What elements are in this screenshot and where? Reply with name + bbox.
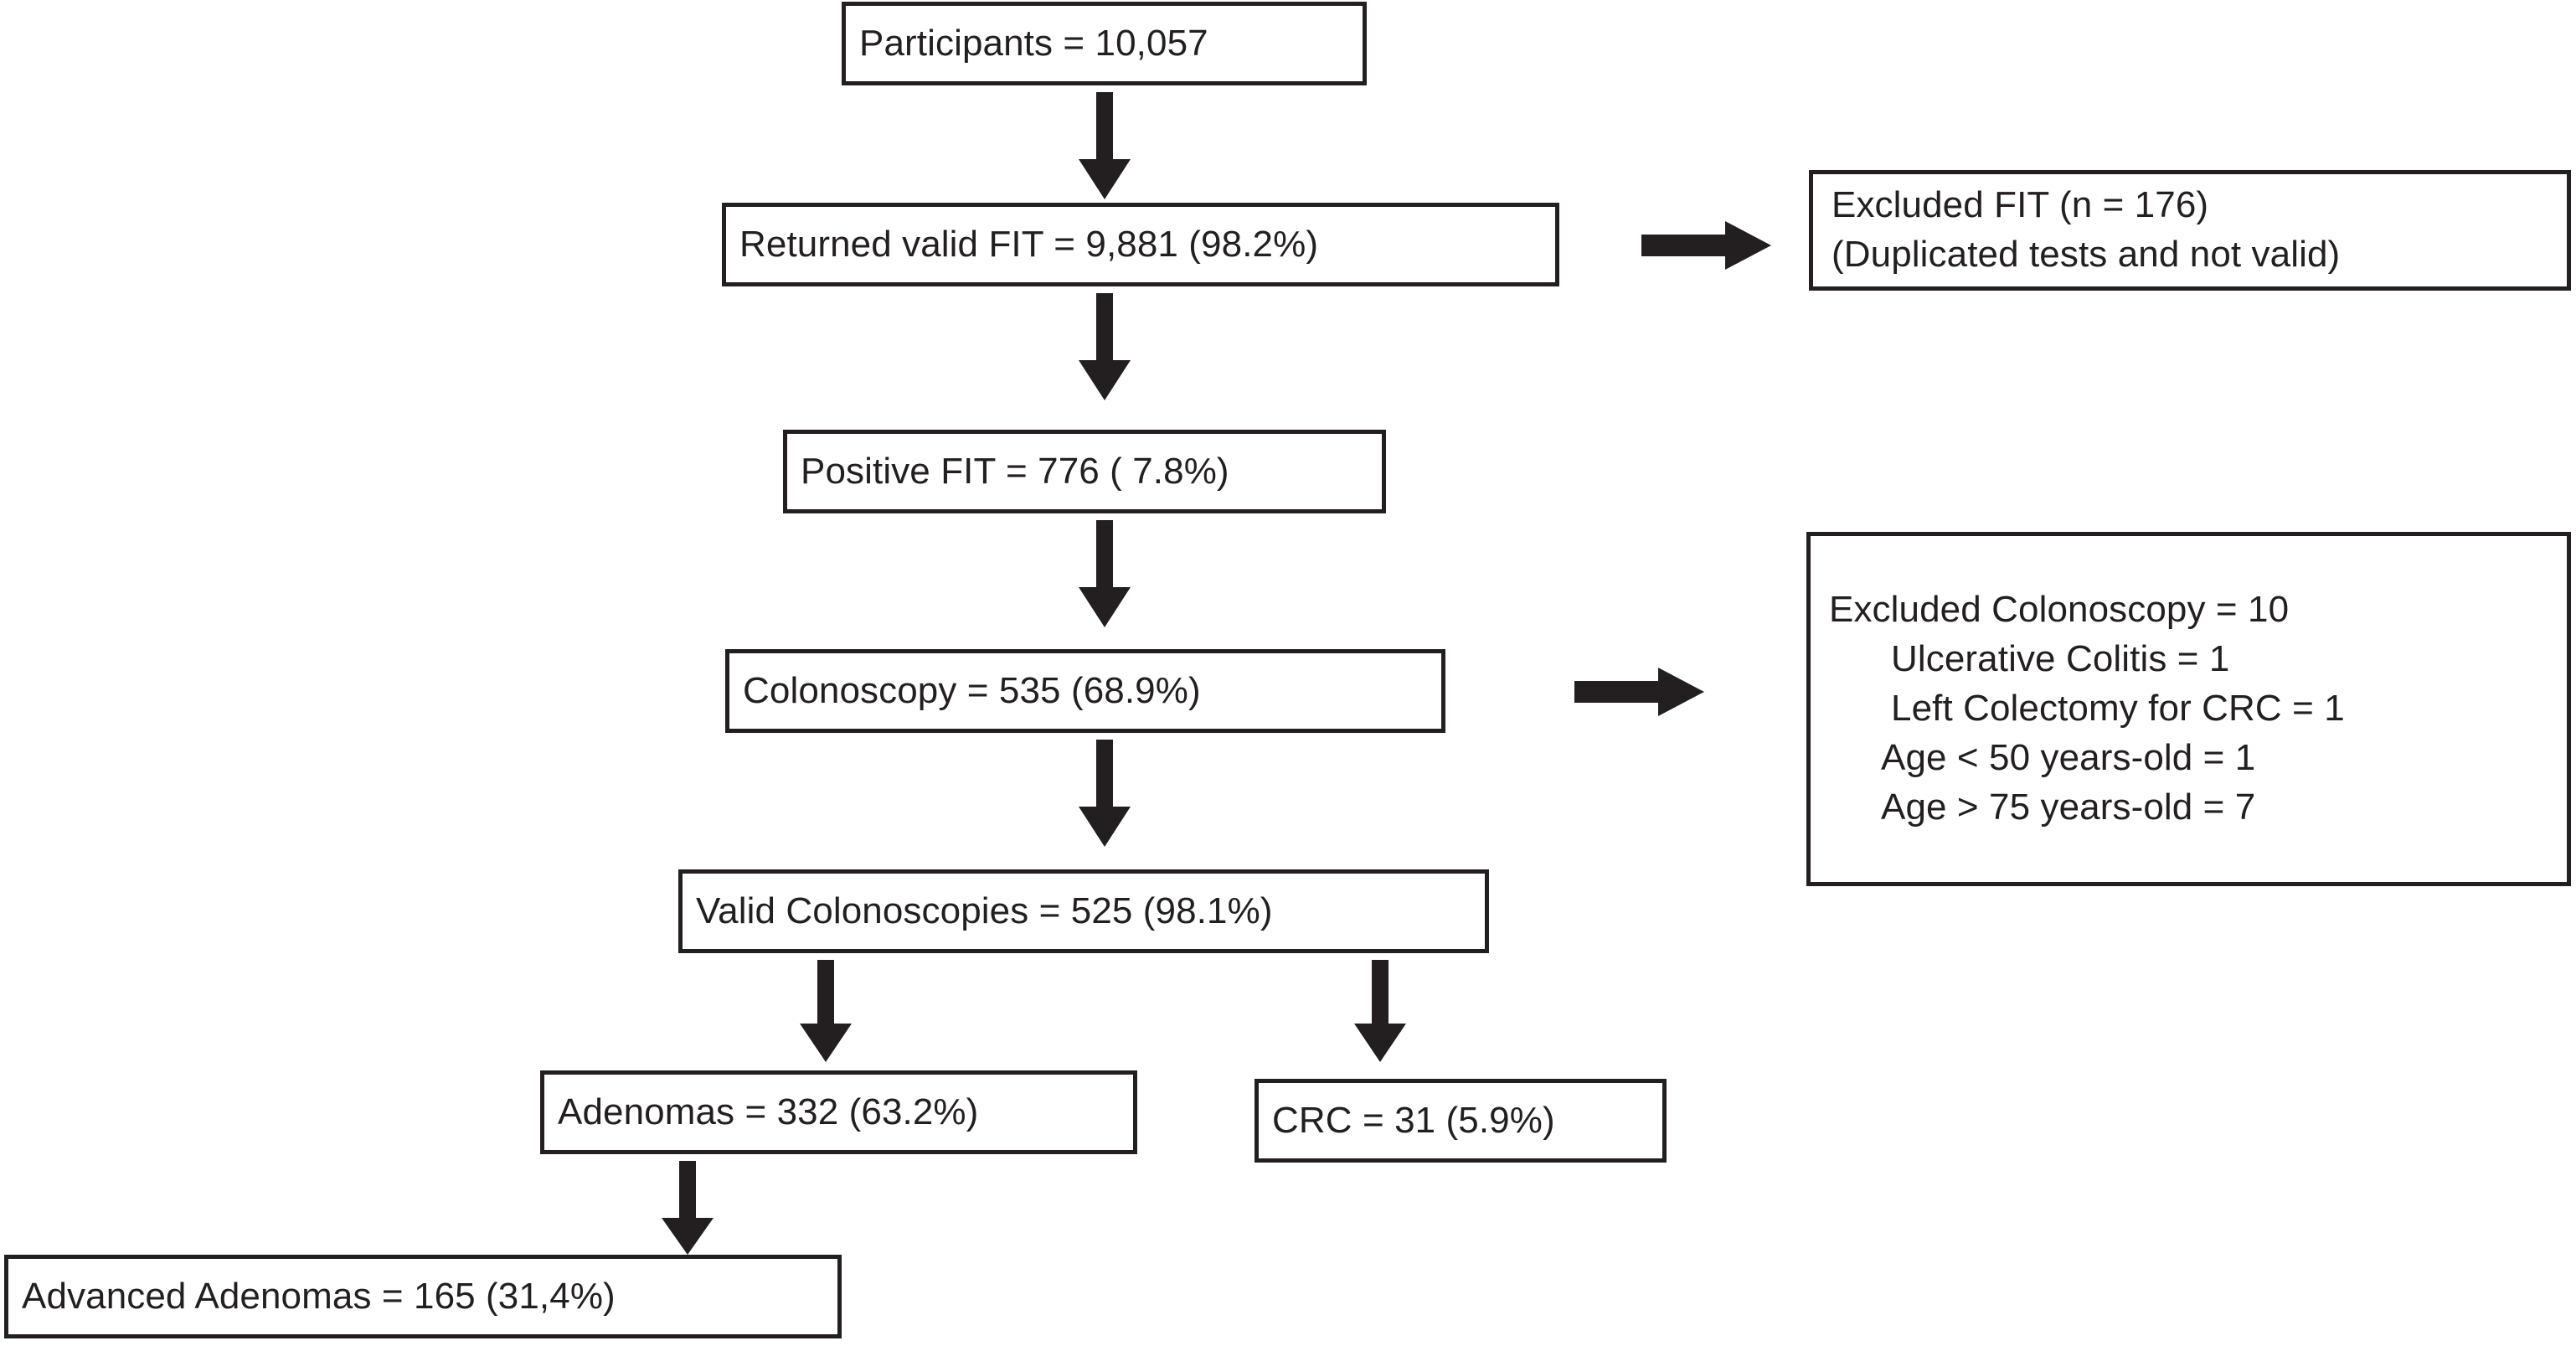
arrow-returned-fit-to-positive-fit <box>1079 293 1131 400</box>
adenomas-label: Adenomas = 332 (63.2%) <box>558 1091 979 1132</box>
excluded-fit-box: Excluded FIT (n = 176) (Duplicated tests… <box>1809 170 2571 291</box>
colonoscopy-label: Colonoscopy = 535 (68.9%) <box>743 669 1201 711</box>
excluded-colonoscopy-line-4: Age < 50 years-old = 1 <box>1881 736 2256 778</box>
advanced-adenomas-box: Advanced Adenomas = 165 (31,4%) <box>4 1255 842 1338</box>
crc-box: CRC = 31 (5.9%) <box>1255 1079 1667 1163</box>
arrow-returned-fit-to-excluded-fit <box>1641 221 1771 270</box>
excluded-colonoscopy-line-1: Excluded Colonoscopy = 10 <box>1829 589 2290 631</box>
positive-fit-label: Positive FIT = 776 ( 7.8%) <box>801 450 1229 492</box>
positive-fit-box: Positive FIT = 776 ( 7.8%) <box>783 430 1386 513</box>
participants-box: Participants = 10,057 <box>842 2 1367 85</box>
arrow-valid-colonoscopies-to-crc <box>1354 960 1406 1062</box>
arrow-valid-colonoscopies-to-adenomas <box>800 960 852 1062</box>
excluded-colonoscopy-line-3: Left Colectomy for CRC = 1 <box>1891 688 2345 730</box>
valid-colonoscopies-box: Valid Colonoscopies = 525 (98.1%) <box>678 869 1489 953</box>
excluded-fit-line-1: Excluded FIT (n = 176) <box>1832 184 2209 226</box>
excluded-colonoscopy-line-5: Age > 75 years-old = 7 <box>1881 786 2256 828</box>
arrow-colonoscopy-to-excluded-colonoscopy <box>1574 668 1704 716</box>
participants-label: Participants = 10,057 <box>859 22 1208 64</box>
excluded-colonoscopy-box: Excluded Colonoscopy = 10 Ulcerative Col… <box>1806 532 2571 886</box>
arrow-positive-fit-to-colonoscopy <box>1079 520 1131 627</box>
returned-valid-fit-label: Returned valid FIT = 9,881 (98.2%) <box>739 223 1319 265</box>
excluded-colonoscopy-line-2: Ulcerative Colitis = 1 <box>1891 638 2230 680</box>
valid-colonoscopies-label: Valid Colonoscopies = 525 (98.1%) <box>696 890 1273 931</box>
excluded-fit-line-2: (Duplicated tests and not valid) <box>1832 234 2341 275</box>
colonoscopy-box: Colonoscopy = 535 (68.9%) <box>725 649 1445 733</box>
adenomas-box: Adenomas = 332 (63.2%) <box>540 1070 1137 1154</box>
arrow-colonoscopy-to-valid-colonoscopies <box>1079 740 1131 847</box>
returned-valid-fit-box: Returned valid FIT = 9,881 (98.2%) <box>722 203 1559 286</box>
arrow-adenomas-to-advanced-adenomas <box>662 1161 714 1255</box>
crc-label: CRC = 31 (5.9%) <box>1272 1099 1555 1141</box>
arrow-participants-to-returned-fit <box>1079 92 1131 199</box>
advanced-adenomas-label: Advanced Adenomas = 165 (31,4%) <box>22 1275 616 1317</box>
